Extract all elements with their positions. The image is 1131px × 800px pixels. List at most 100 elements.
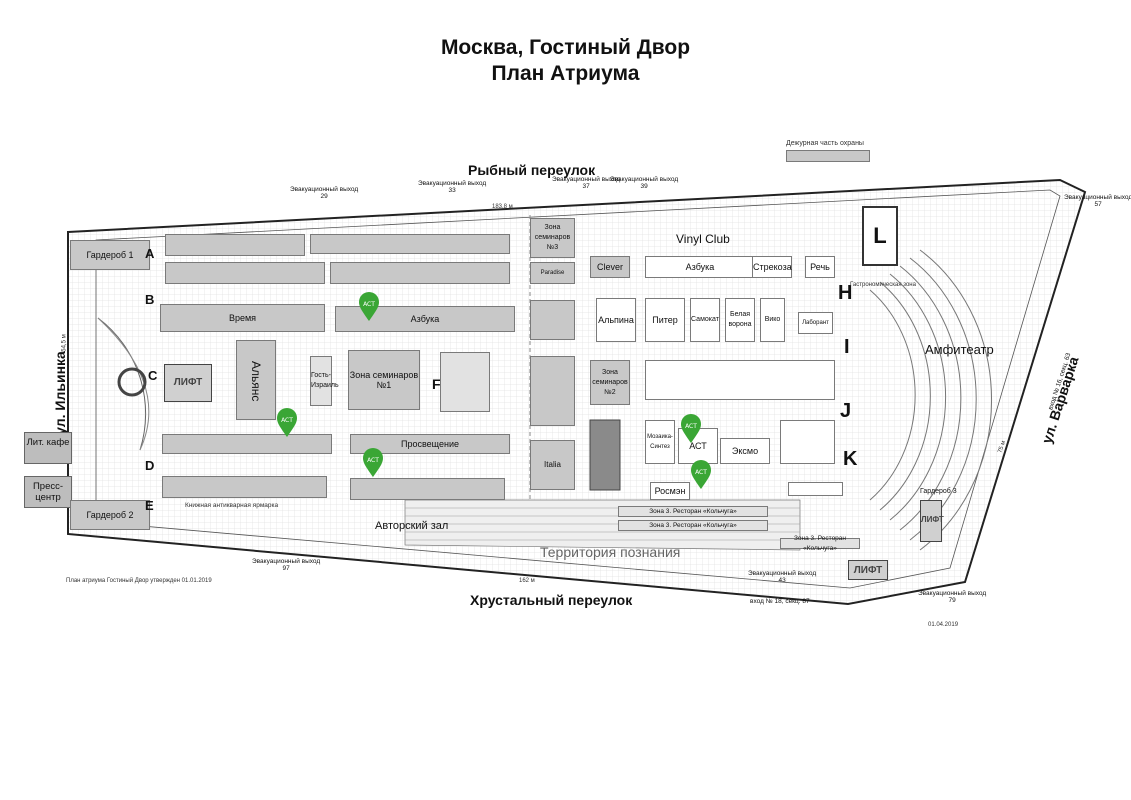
zone-restaurant-1[interactable]: Зона 3. Ресторан «Кольчуга» — [618, 506, 768, 517]
row-a: A — [145, 246, 155, 261]
booth-samokat[interactable]: Самокат — [690, 298, 720, 342]
zone-l[interactable]: L — [862, 206, 898, 266]
booth-act[interactable]: АСТ — [678, 428, 718, 464]
circle-decor — [117, 367, 147, 397]
row-e: E — [145, 498, 154, 513]
west-length: 54,5 м — [61, 334, 68, 352]
press-center[interactable]: Пресс-центр — [24, 476, 72, 508]
row-b: B — [145, 292, 155, 307]
zone-italia[interactable]: Italia — [530, 440, 575, 490]
lift-south[interactable]: ЛИФТ — [848, 560, 888, 580]
booth-strekoza[interactable]: Стрекоза — [752, 256, 792, 278]
zone-gost[interactable]: Гость-Израиль — [310, 356, 339, 406]
approval-note: План атриума Гостиный Двор утвержден 01.… — [66, 578, 212, 584]
street-west: ул. Ильинка — [52, 351, 68, 435]
security-label: Дежурная часть охраны — [786, 140, 864, 147]
svg-text:ACT: ACT — [281, 417, 293, 424]
map-pin-icon[interactable]: ACT — [276, 408, 298, 438]
zone-alyans[interactable]: Альянс — [236, 340, 276, 420]
zone-seminar-1[interactable]: Зона семинаров №1 — [348, 350, 420, 410]
row-d: D — [145, 458, 155, 473]
zone-amphitheater[interactable]: Амфитеатр — [925, 342, 994, 357]
row-h: H — [838, 282, 853, 304]
zone-knowledge[interactable]: Территория познания — [540, 544, 681, 560]
zone-restaurant-2[interactable]: Зона 3. Ресторан «Кольчуга» — [618, 520, 768, 531]
booth-vikom[interactable]: Вико — [760, 298, 785, 342]
booth-belaya[interactable]: Белая ворона — [725, 298, 755, 342]
row-e-block-2[interactable] — [350, 478, 505, 500]
zone-f-booths[interactable] — [440, 352, 490, 412]
booth-piter[interactable]: Питер — [645, 298, 685, 342]
map-pin-icon[interactable]: ACT — [362, 448, 384, 478]
building-outline — [67, 178, 1087, 606]
cloakroom-2[interactable]: Гардероб 2 — [70, 500, 150, 530]
row-f: F — [432, 376, 441, 392]
cloakroom-3[interactable]: Гардероб 3 — [920, 488, 957, 495]
amphitheater-rows — [869, 249, 993, 551]
row-e-block-1[interactable] — [162, 476, 327, 498]
plan-date: 01.04.2019 — [928, 622, 959, 628]
row-a-block-1[interactable] — [165, 234, 305, 256]
zone-seminar-2[interactable]: Зона семинаров №2 — [590, 360, 630, 405]
column-g-booths[interactable] — [530, 300, 575, 340]
west-arc-outer — [97, 317, 147, 451]
svg-text:ACT: ACT — [363, 301, 375, 308]
booth-mosaika[interactable]: Мозаика-Синтез — [645, 420, 675, 464]
booth-rosmen[interactable]: Росмэн — [650, 482, 690, 500]
cloakroom-1[interactable]: Гардероб 1 — [70, 240, 150, 270]
row-d-block-1[interactable] — [162, 434, 332, 454]
row-a-block-4[interactable] — [330, 262, 510, 284]
north-length: 183,8 м — [492, 204, 513, 210]
column-g-booths-2[interactable] — [530, 356, 575, 426]
svg-text:ACT: ACT — [685, 423, 697, 430]
booth-clever[interactable]: Clever — [590, 256, 630, 278]
row-b-block-1[interactable]: Время — [160, 304, 325, 332]
south-length: 162 м — [519, 578, 535, 584]
booth-rech[interactable]: Речь — [805, 256, 835, 278]
zone-gastro[interactable]: Гастрономическая зона — [850, 282, 916, 288]
booth-eksmo[interactable]: Эксмо — [720, 438, 770, 464]
row-i-booths[interactable] — [645, 360, 835, 400]
map-title: Москва, Гостиный Двор — [440, 36, 691, 59]
svg-text:ACT: ACT — [695, 469, 707, 476]
row-a-block-3[interactable] — [165, 262, 325, 284]
row-k-booths[interactable] — [788, 482, 843, 496]
bookfair-label: Книжная антикварная ярмарка — [185, 502, 279, 509]
street-north: Рыбный переулок — [468, 162, 596, 178]
booth-azbuka[interactable]: Азбука — [645, 256, 755, 278]
row-j-booths[interactable] — [780, 420, 835, 464]
lift-west[interactable]: ЛИФТ — [164, 364, 212, 402]
row-i: I — [844, 336, 850, 358]
svg-text:ACT: ACT — [367, 457, 379, 464]
zone-authors-hall[interactable]: Авторский зал — [375, 520, 449, 532]
map-pin-icon[interactable]: ACT — [680, 414, 702, 444]
zone-seminar-3[interactable]: Зона семинаров №3 — [530, 218, 575, 258]
row-a-block-2[interactable] — [310, 234, 510, 254]
zone-vinyl-club[interactable]: Vinyl Club — [676, 232, 730, 246]
map-pin-icon[interactable]: ACT — [690, 460, 712, 490]
map-pin-icon[interactable]: ACT — [358, 292, 380, 322]
booth-laborant[interactable]: Лаборант — [798, 312, 833, 334]
row-j: J — [840, 400, 852, 422]
map-subtitle: План Атриума — [491, 62, 640, 85]
row-k: K — [843, 448, 858, 470]
row-d-block-2[interactable]: Просвещение — [350, 434, 510, 454]
zone-restaurant-3[interactable]: Зона 3. Ресторан «Кольчуга» — [780, 535, 860, 552]
lift-east[interactable]: ЛИФТ — [920, 500, 944, 542]
booth-paradise[interactable]: Paradise — [530, 262, 575, 284]
entrance-18: вход № 18, секц. 87 — [750, 598, 810, 605]
booth-alpina[interactable]: Альпина — [596, 298, 636, 342]
security-post[interactable] — [786, 150, 870, 162]
street-south: Хрустальный переулок — [470, 592, 633, 608]
row-c: C — [148, 368, 158, 383]
lit-cafe[interactable]: Лит. кафе — [24, 432, 72, 464]
